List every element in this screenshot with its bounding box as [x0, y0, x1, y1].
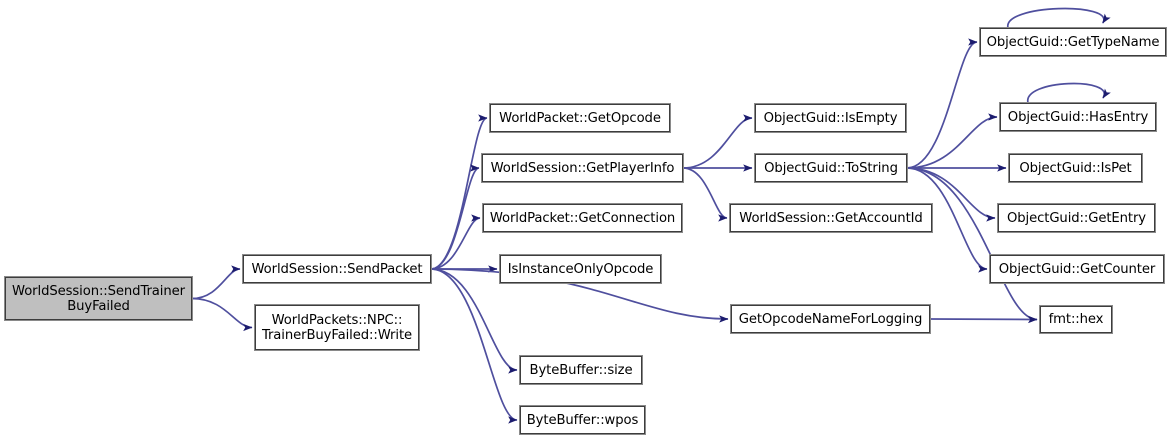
graph-node-isinstanceonlyopcode[interactable]: IsInstanceOnlyOpcode [499, 254, 662, 284]
graph-node-sendtrainerbuyfailed[interactable]: WorldSession::SendTrainer BuyFailed [4, 276, 193, 321]
graph-node-getcounter[interactable]: ObjectGuid::GetCounter [989, 254, 1165, 284]
graph-node-label: fmt::hex [1048, 312, 1104, 327]
graph-node-bytebuffersize[interactable]: ByteBuffer::size [519, 355, 643, 385]
graph-edge-tostring-to-gettypename [906, 38, 978, 169]
graph-node-label: WorldPacket::GetOpcode [499, 110, 661, 126]
graph-node-gettypename[interactable]: ObjectGuid::GetTypeName [979, 27, 1167, 57]
graph-edge-sendpacket-to-getopcode [430, 114, 488, 270]
graph-edge-tostring-to-hasentry [906, 113, 998, 169]
graph-edge-getopcodenameforlogging-to-fmthex [929, 315, 1038, 324]
graph-node-label: ObjectGuid::IsEmpty [763, 110, 898, 126]
graph-node-label: WorldSession::GetPlayerInfo [490, 160, 675, 176]
graph-edge-getplayerinfo-to-isempty [682, 114, 753, 169]
graph-node-label: ObjectGuid::GetEntry [1006, 210, 1147, 226]
graph-edge-sendpacket-to-getplayerinfo [430, 164, 480, 270]
graph-edge-sendpacket-to-getconnection [430, 214, 481, 270]
graph-edge-hasentry-to-hasentry [1027, 82, 1111, 104]
graph-node-getplayerinfo[interactable]: WorldSession::GetPlayerInfo [481, 153, 684, 183]
graph-node-label: IsInstanceOnlyOpcode [507, 261, 654, 277]
graph-node-label: ObjectGuid::HasEntry [1007, 109, 1149, 125]
graph-node-hasentry[interactable]: ObjectGuid::HasEntry [999, 102, 1157, 132]
graph-node-bytebufferwpos[interactable]: ByteBuffer::wpos [519, 405, 646, 435]
graph-node-label: ObjectGuid::GetTypeName [986, 34, 1160, 50]
graph-node-label: WorldPacket::GetConnection [489, 210, 676, 226]
graph-node-isempty[interactable]: ObjectGuid::IsEmpty [754, 103, 907, 133]
graph-node-tostring[interactable]: ObjectGuid::ToString [754, 153, 908, 183]
graph-node-label: ObjectGuid::ToString [764, 160, 898, 176]
graph-node-label: WorldSession::GetAccountId [739, 210, 923, 226]
graph-node-getopcodenameforlogging[interactable]: GetOpcodeNameForLogging [730, 304, 931, 334]
graph-node-getaccountid[interactable]: WorldSession::GetAccountId [729, 203, 933, 233]
graph-edge-gettypename-to-gettypename [1007, 7, 1111, 29]
graph-node-label: WorldPackets::NPC:: TrainerBuyFailed::Wr… [261, 312, 413, 343]
graph-node-fmthex[interactable]: fmt::hex [1039, 305, 1113, 334]
graph-edge-tostring-to-fmthex [906, 167, 1038, 324]
graph-node-label: ByteBuffer::size [529, 362, 633, 378]
graph-node-label: ObjectGuid::IsPet [1019, 160, 1132, 176]
graph-node-label: WorldSession::SendPacket [251, 261, 423, 277]
graph-node-label: WorldSession::SendTrainer BuyFailed [12, 283, 185, 314]
graph-node-trainerbuyfailedwrite[interactable]: WorldPackets::NPC:: TrainerBuyFailed::Wr… [254, 304, 420, 351]
graph-edge-sendtrainerbuyfailed-to-sendpacket [191, 265, 241, 300]
graph-node-label: GetOpcodeNameForLogging [738, 311, 923, 327]
graph-node-ispet[interactable]: ObjectGuid::IsPet [1008, 153, 1143, 183]
graph-node-label: ByteBuffer::wpos [526, 412, 639, 428]
graph-node-getconnection[interactable]: WorldPacket::GetConnection [482, 203, 683, 233]
graph-edge-sendpacket-to-bytebufferwpos [430, 268, 518, 424]
graph-node-label: ObjectGuid::GetCounter [998, 261, 1156, 277]
graph-node-getopcode[interactable]: WorldPacket::GetOpcode [489, 103, 671, 133]
graph-edge-sendpacket-to-bytebuffersize [430, 268, 518, 374]
graph-node-sendpacket[interactable]: WorldSession::SendPacket [242, 254, 432, 284]
graph-edge-sendtrainerbuyfailed-to-trainerbuyfailedwrite [191, 297, 253, 332]
graph-edge-getplayerinfo-to-getaccountid [682, 167, 728, 222]
graph-node-getentry[interactable]: ObjectGuid::GetEntry [997, 203, 1156, 233]
